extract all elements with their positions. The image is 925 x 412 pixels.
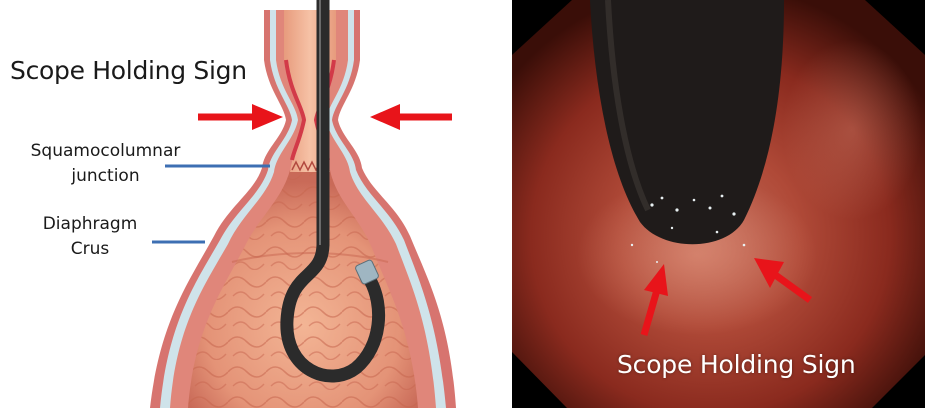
diagram-title: Scope Holding Sign [10, 56, 247, 85]
arrow-right [370, 104, 452, 130]
squamocolumnar-junction-label: Squamocolumnar junction [18, 139, 193, 189]
arrow-left [198, 104, 283, 130]
anatomy-diagram: Scope Holding Sign Squamocolumnar juncti… [0, 0, 512, 408]
photo-caption: Scope Holding Sign [617, 350, 856, 379]
diaphragm-crus-label: Diaphragm Crus [35, 212, 145, 262]
endoscopy-svg [512, 0, 925, 408]
endoscopy-photo [512, 0, 925, 408]
